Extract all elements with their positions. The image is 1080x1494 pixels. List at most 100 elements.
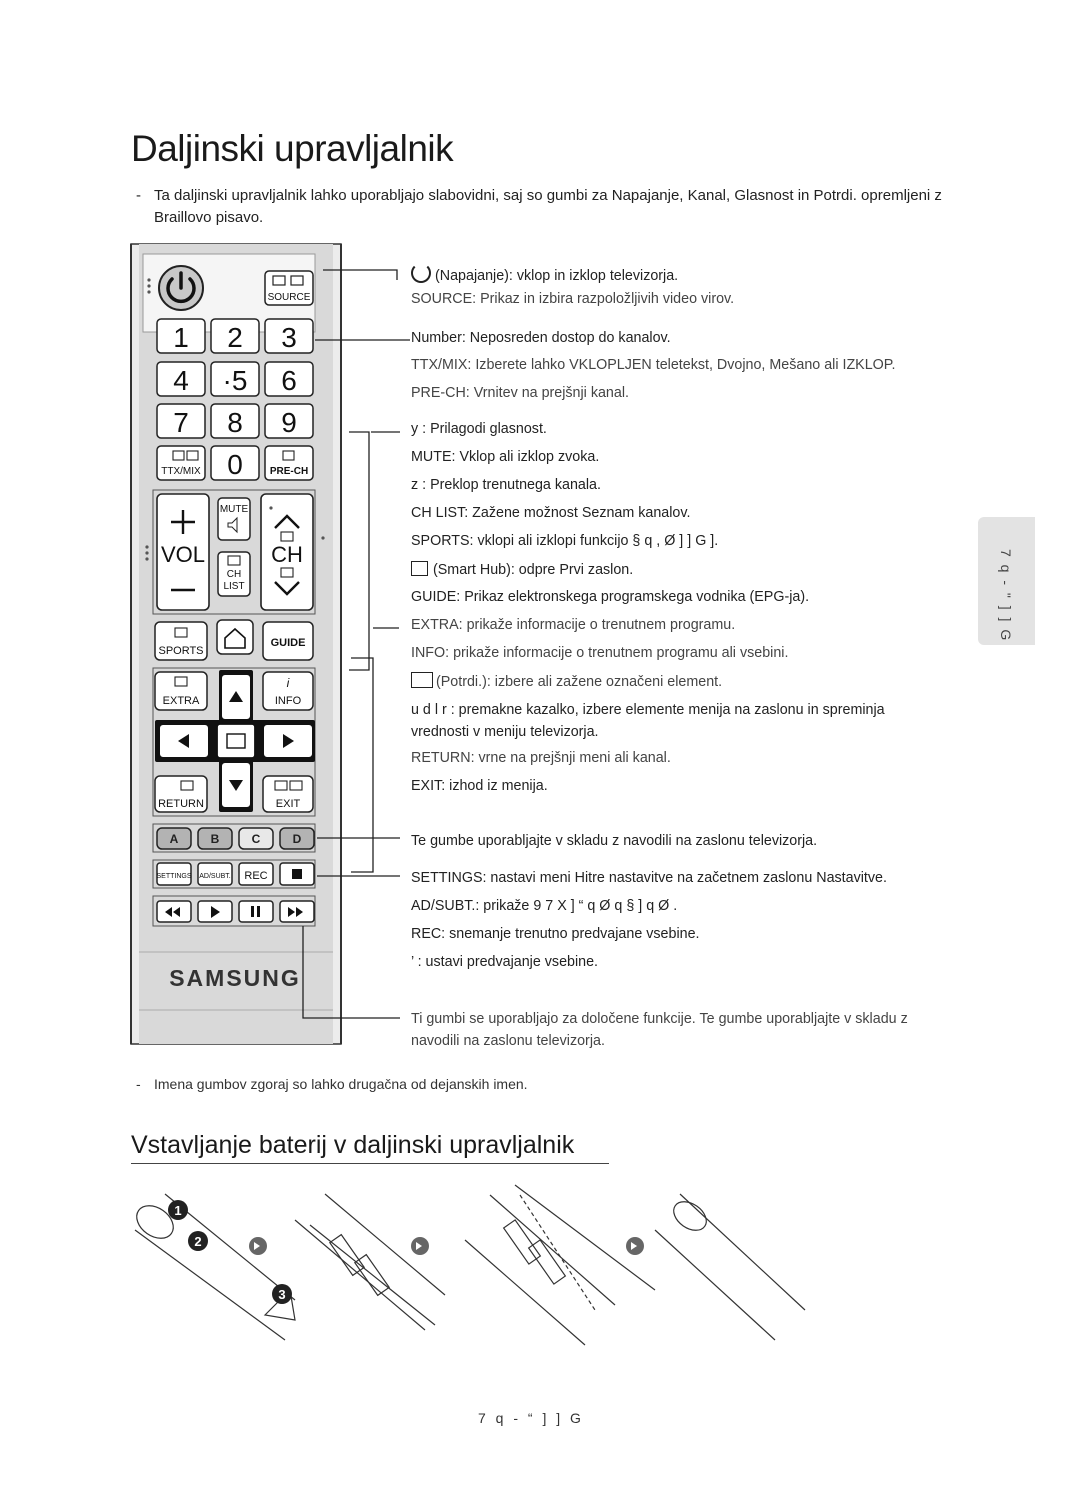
samsung-logo: SAMSUNG: [169, 965, 301, 991]
note-dash: -: [136, 1076, 141, 1092]
number-4-button[interactable]: [156, 361, 206, 397]
channel-desc: z : Preklop trenutnega kanala.: [411, 477, 601, 493]
rec-label: REC: [244, 870, 267, 882]
ad-subt-label: AD/SUBT.: [199, 873, 231, 880]
number-0-label: 0: [227, 449, 243, 480]
info-desc: INFO: prikaže informacije o trenutnem pr…: [411, 645, 789, 661]
number-6-label: 6: [281, 365, 297, 396]
step-2-label: 2: [194, 1234, 201, 1249]
smart-hub-button[interactable]: [216, 619, 254, 655]
battery-step-2-figure: [294, 1193, 446, 1331]
mute-label: MUTE: [220, 504, 249, 515]
side-tab-label: 7 q - " ] ] G: [998, 549, 1014, 643]
sports-button[interactable]: [154, 621, 208, 661]
page-number: 7 q - “ ] ] G: [478, 1410, 584, 1426]
number-7-button[interactable]: [156, 403, 206, 439]
extra-label: EXTRA: [163, 695, 200, 707]
c-label: C: [252, 832, 261, 846]
ttx-mix-button[interactable]: [156, 445, 206, 481]
number-1-button[interactable]: [156, 318, 206, 354]
rec-button[interactable]: [238, 862, 274, 886]
extra-desc: EXTRA: prikaže informacije o trenutnem p…: [411, 617, 736, 633]
home-icon: [224, 627, 246, 649]
number-2-button[interactable]: [210, 318, 260, 354]
number-7-label: 7: [173, 407, 189, 438]
number-pad: 1 2 3 4 ·5 6 7 8 9 0: [156, 318, 314, 481]
enter-icon: [226, 733, 246, 749]
number-4-label: 4: [173, 365, 189, 396]
ch-list-desc: CH LIST: Zažene možnost Seznam kanalov.: [411, 505, 691, 521]
extra-button[interactable]: [154, 671, 208, 711]
c-button[interactable]: [238, 827, 274, 850]
play-icon: [211, 906, 220, 918]
ad-subt-desc: AD/SUBT.: prikaže 9 7 X ] “ q Ø q § ] q …: [411, 898, 678, 914]
section-heading-batteries: Vstavljanje baterij v daljinski upravlja…: [131, 1131, 609, 1164]
battery-insertion-illustration: 1 2 3: [134, 1184, 806, 1346]
info-label: INFO: [275, 695, 302, 707]
settings-button[interactable]: [156, 862, 192, 886]
ad-subt-button[interactable]: [197, 862, 233, 886]
power-icon: [411, 263, 431, 283]
side-tab: 7 q - " ] ] G: [978, 517, 1035, 645]
pre-ch-label: PRE-CH: [270, 466, 308, 477]
exit-label: EXIT: [276, 798, 301, 810]
ch-list-button[interactable]: [217, 551, 251, 597]
mute-desc: MUTE: Vklop ali izklop zvoka.: [411, 449, 600, 465]
a-label: A: [170, 832, 179, 846]
guide-button[interactable]: [262, 621, 314, 661]
number-3-button[interactable]: [264, 318, 314, 354]
enter-button[interactable]: [216, 723, 256, 759]
number-6-button[interactable]: [264, 361, 314, 397]
number-9-label: 9: [281, 407, 297, 438]
ch-label: CH: [271, 542, 303, 567]
enter-icon: [411, 672, 433, 688]
number-2-label: 2: [227, 322, 243, 353]
return-label: RETURN: [158, 798, 204, 810]
volume-rocker[interactable]: [156, 493, 210, 611]
step-1-label: 1: [174, 1203, 181, 1218]
d-button[interactable]: [279, 827, 315, 850]
pause-button[interactable]: [238, 900, 274, 923]
ttx-mix-desc: TTX/MIX: Izberete lahko VKLOPLJEN telete…: [411, 357, 896, 373]
stop-desc: ’ : ustavi predvajanje vsebine.: [411, 954, 599, 970]
source-button[interactable]: [264, 270, 314, 306]
stop-icon: [292, 869, 302, 879]
pre-ch-button[interactable]: [264, 445, 314, 481]
power-desc: (Napajanje): vklop in izklop televizorja…: [411, 263, 678, 284]
battery-step-3-figure: [464, 1184, 656, 1346]
number-8-button[interactable]: [210, 403, 260, 439]
mute-button[interactable]: [217, 497, 251, 541]
rec-desc: REC: snemanje trenutno predvajane vsebin…: [411, 926, 700, 942]
b-button[interactable]: [197, 827, 233, 850]
number-8-label: 8: [227, 407, 243, 438]
guide-label: GUIDE: [271, 637, 306, 649]
pause-icon: [251, 906, 260, 917]
battery-step-1-figure: [134, 1193, 296, 1341]
volume-desc: y : Prilagodi glasnost.: [411, 421, 547, 437]
next-step-arrow-icon: [249, 1237, 644, 1255]
number-desc: Number: Neposreden dostop do kanalov.: [411, 330, 671, 346]
number-9-button[interactable]: [264, 403, 314, 439]
number-3-label: 3: [281, 322, 297, 353]
arrows-desc: u d l r : premakne kazalko, izbere eleme…: [411, 702, 885, 740]
ch-list-label-2: LIST: [223, 581, 244, 592]
source-label: SOURCE: [268, 292, 311, 303]
number-5-button[interactable]: [210, 361, 260, 397]
smart-hub-desc: (Smart Hub): odpre Prvi zaslon.: [411, 561, 633, 578]
home-icon: [411, 561, 428, 576]
return-button[interactable]: [154, 775, 208, 813]
a-button[interactable]: [156, 827, 192, 850]
source-desc: SOURCE: Prikaz in izbira razpoložljivih …: [411, 291, 735, 307]
intro-text: Ta daljinski upravljalnik lahko uporablj…: [154, 187, 942, 226]
number-5-label: ·5: [223, 365, 248, 396]
number-0-button[interactable]: [210, 445, 260, 481]
vol-label: VOL: [161, 542, 205, 567]
callout-leader-lines: [302, 269, 410, 1019]
ttx-mix-label: TTX/MIX: [161, 466, 201, 477]
channel-rocker[interactable]: [260, 493, 314, 611]
ch-list-label-1: CH: [227, 569, 241, 580]
number-1-label: 1: [173, 322, 189, 353]
info-button[interactable]: [262, 671, 314, 711]
battery-step-4-figure: [654, 1193, 806, 1341]
intro-dash: -: [136, 187, 141, 204]
